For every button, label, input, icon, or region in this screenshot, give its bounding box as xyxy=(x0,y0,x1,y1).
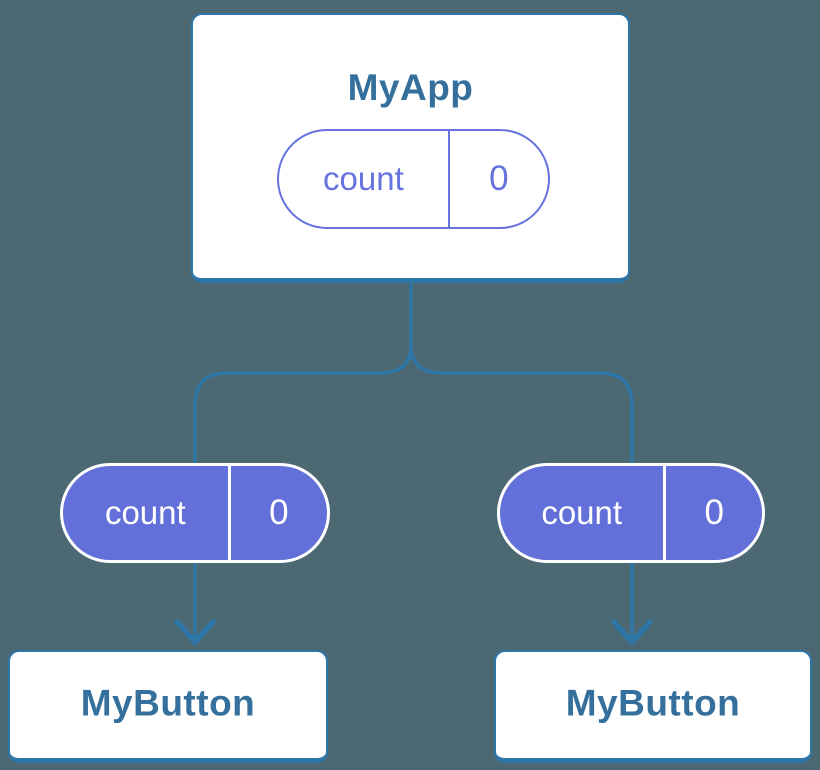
state-value-label: 0 xyxy=(489,159,509,198)
prop-name-label: count xyxy=(500,466,667,560)
state-name-label: count xyxy=(279,131,450,227)
connector-branch-left xyxy=(193,343,413,640)
prop-pill-count-left: count 0 xyxy=(60,463,330,563)
component-node-myapp: MyApp count 0 xyxy=(191,13,630,283)
prop-name-label: count xyxy=(63,466,231,560)
arrowhead-right xyxy=(611,619,653,647)
prop-value-label: 0 xyxy=(269,493,289,532)
prop-value-label: 0 xyxy=(704,493,724,532)
connector-branch-right xyxy=(409,343,634,640)
component-title: MyButton xyxy=(565,682,741,724)
component-title: MyApp xyxy=(347,67,474,108)
component-node-mybutton-left: MyButton xyxy=(8,650,328,763)
state-pill-count: count 0 xyxy=(277,129,550,229)
prop-pill-count-right: count 0 xyxy=(497,463,765,563)
component-node-mybutton-right: MyButton xyxy=(494,650,812,763)
arrowhead-left xyxy=(174,619,216,647)
component-title: MyButton xyxy=(80,682,256,724)
